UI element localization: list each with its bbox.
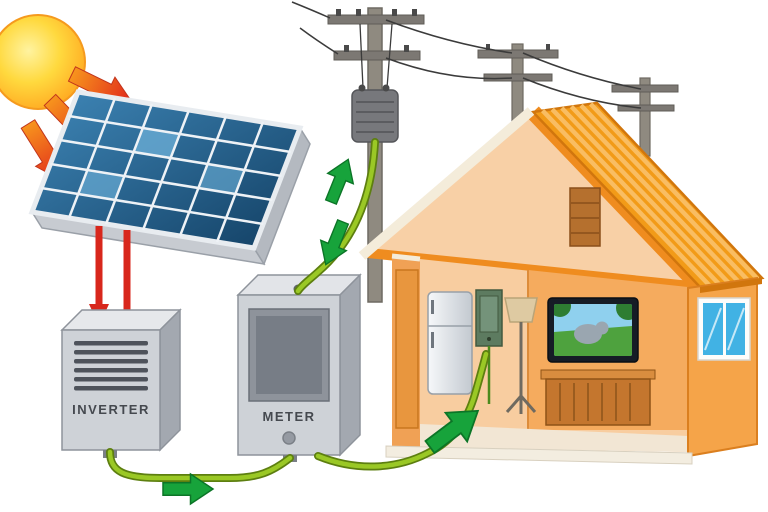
crossarm [477,49,559,59]
pole-transformer [351,84,399,143]
refrigerator [427,291,473,395]
roof [358,101,765,293]
utility-poles [327,7,679,303]
inverter-to-meter-wire [106,448,294,482]
window [697,297,751,361]
crossarm [483,73,553,82]
breaker-panel [475,289,503,404]
foundation-slab [385,445,693,465]
flow-arrow-from-grid [312,216,357,271]
house-exterior-wall [687,276,762,458]
floor-lamp [504,297,538,414]
crossarm [611,84,679,93]
cabinet [540,369,656,426]
roof-shingles [530,101,765,289]
tv [547,297,639,363]
crossarm [617,104,675,112]
grid-wire [294,138,379,295]
inverter: INVERTER [60,308,182,458]
solar-panel [28,89,311,266]
house [358,101,765,465]
panel-grid [40,97,292,243]
flow-arrow-to-grid [317,153,362,208]
crossarm [327,14,425,25]
utility-pole-2 [477,43,559,151]
utility-pole-1 [327,7,425,303]
inverter-vents [74,341,148,391]
house-interior [391,253,688,452]
roof-cut-edge [358,107,535,260]
inverter-label: INVERTER [72,402,150,417]
meter: METER [236,273,362,462]
utility-pole-3 [611,77,679,157]
meter-label: METER [263,409,316,424]
meter-display [256,316,322,394]
interior-floor [420,424,688,452]
sun [0,14,86,110]
interior-door [395,269,419,429]
tv-screen [554,304,632,356]
meter-button [282,431,296,445]
power-lines [291,1,642,109]
crossarm [333,50,421,61]
attic-vent [569,187,601,247]
